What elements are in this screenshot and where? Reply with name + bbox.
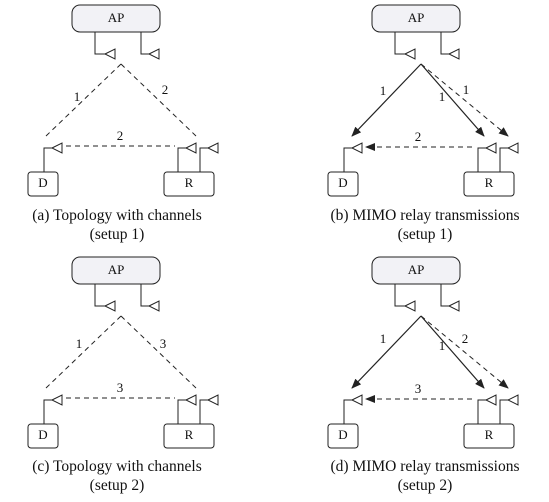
ap-antenna-left-icon [394,32,416,60]
r-node [163,171,215,197]
d-node [27,171,59,197]
caption-line2: (setup 1) [90,226,145,243]
arrow-ap-d [351,63,422,137]
caption-line2: (setup 1) [398,226,453,243]
caption-line1: (d) MIMO relay transmissions [331,458,520,475]
r-antenna-left-icon [477,394,497,424]
ap-node [371,4,461,33]
label-ap-r: 3 [160,336,167,351]
r-antenna-left-icon [477,142,497,172]
r-node [463,171,515,197]
d-label: D [38,427,47,442]
r-label: R [185,175,194,190]
r-antenna-right-icon [199,394,219,424]
label-r-d: 2 [117,128,124,143]
label-r-d: 2 [415,129,422,144]
d-label: D [338,427,347,442]
link-ap-r [120,63,197,137]
panel-a: AP 1 2 2 D R (a) Topology [27,4,219,243]
label-ap-r1: 1 [439,338,446,353]
ap-antenna-left-icon [94,284,116,312]
label-ap-d: 1 [74,89,81,104]
d-antenna-icon [43,142,63,172]
link-ap-d [45,315,122,389]
panel-c: AP 1 3 3 D R (c) Topology [27,256,219,494]
ap-antenna-left-icon [94,32,116,60]
ap-label: AP [108,10,125,25]
caption-line2: (setup 2) [398,477,453,494]
panel-d: AP 1 1 2 3 D R (d [327,256,520,494]
label-ap-r: 2 [162,82,169,97]
label-ap-d: 1 [380,83,387,98]
r-antenna-left-icon [177,142,197,172]
ap-label: AP [408,262,425,277]
arrow-ap-r-solid [420,315,485,389]
r-node [163,423,215,449]
caption-line2: (setup 2) [90,477,145,494]
d-node [327,423,359,449]
caption-line1: (c) Topology with channels [32,458,202,475]
caption-line1: (a) Topology with channels [32,207,202,224]
ap-antenna-right-icon [440,284,460,312]
label-r-d: 3 [117,380,124,395]
d-antenna-icon [343,142,363,172]
arrow-ap-r-dashed [420,63,509,137]
r-antenna-left-icon [177,394,197,424]
label-ap-r2: 2 [462,331,469,346]
d-node [327,171,359,197]
d-node [27,423,59,449]
link-ap-r [120,315,197,389]
d-antenna-icon [343,394,363,424]
r-node [463,423,515,449]
ap-node [371,256,461,285]
ap-antenna-right-icon [140,284,160,312]
d-label: D [338,175,347,190]
panel-b: AP 1 1 1 2 D R (b [327,4,520,243]
arrow-ap-r-dashed [420,315,509,389]
label-ap-d: 1 [76,336,83,351]
arrow-ap-d [351,315,422,389]
label-ap-d: 1 [380,331,387,346]
arrow-ap-r-solid [420,63,485,137]
d-label: D [38,175,47,190]
ap-label: AP [108,262,125,277]
r-antenna-right-icon [499,394,519,424]
r-antenna-right-icon [199,142,219,172]
label-ap-r2: 1 [463,82,470,97]
ap-antenna-right-icon [140,32,160,60]
label-r-d: 3 [415,381,422,396]
r-antenna-right-icon [499,142,519,172]
caption-line1: (b) MIMO relay transmissions [331,207,520,224]
ap-node [71,4,161,33]
ap-antenna-right-icon [440,32,460,60]
ap-antenna-left-icon [394,284,416,312]
r-label: R [185,427,194,442]
d-antenna-icon [43,394,63,424]
ap-label: AP [408,10,425,25]
r-label: R [485,175,494,190]
link-ap-d [45,63,122,137]
r-label: R [485,427,494,442]
label-ap-r1: 1 [439,89,446,104]
ap-node [71,256,161,285]
